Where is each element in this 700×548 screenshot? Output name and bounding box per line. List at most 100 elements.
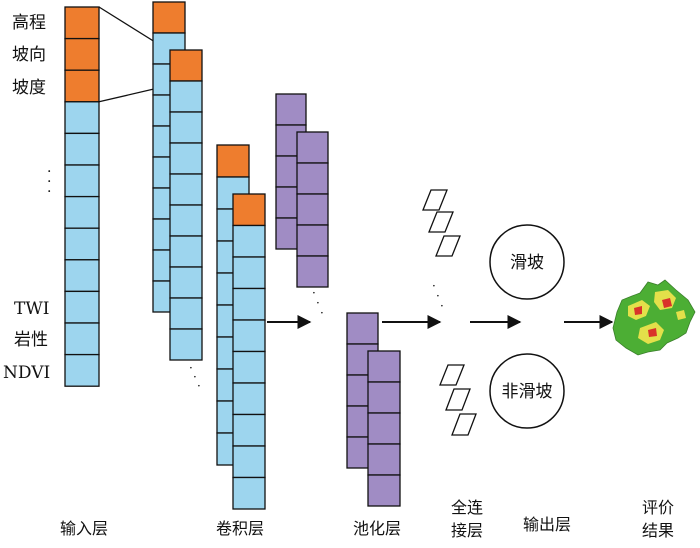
ellipsis-dot: ·: [197, 379, 201, 393]
feature-label-slope: 坡度: [12, 78, 46, 98]
pool-cell: [296, 131, 329, 164]
layer-label-result-line1: 评价: [642, 498, 674, 517]
input-cell-slope: [64, 69, 100, 103]
input-cell-elevation: [64, 6, 100, 40]
map-zone-high: [634, 306, 642, 315]
conv-cell: [169, 111, 203, 144]
conv-cell: [169, 142, 203, 175]
conv-cell: [169, 80, 203, 113]
ellipsis-dot: ·: [436, 289, 440, 303]
conv-layer: · · ·: [152, 1, 266, 510]
input-layer-column: [64, 6, 100, 387]
conv-cell: [232, 413, 266, 447]
parallelogram-icon: [445, 388, 471, 411]
ellipsis-dot: ·: [320, 306, 324, 320]
conv-feature-map-2-front: [232, 193, 266, 510]
conv-cell: [169, 266, 203, 299]
parallelogram-icon: [428, 211, 454, 233]
layer-label-result-line2: 结果: [642, 521, 674, 540]
parallelogram-icon: [422, 189, 448, 211]
feature-label-ndvi: NDVI: [3, 363, 50, 383]
input-cell: [64, 227, 100, 261]
ellipsis-dot: ·: [440, 299, 444, 313]
conv-cell: [232, 287, 266, 321]
input-cell-lithology: [64, 322, 100, 356]
conv-cell: [232, 350, 266, 384]
pool-map-2-front: [367, 350, 401, 507]
layer-label-fc-line2: 接层: [451, 521, 483, 540]
ellipsis-dot: ·: [47, 184, 51, 200]
conv-cell: [232, 382, 266, 416]
pool-cell: [296, 255, 329, 288]
pool-cell: [296, 193, 329, 226]
pool-cell: [367, 474, 401, 507]
conv-cell: [169, 297, 203, 330]
conv-cell: [169, 235, 203, 268]
input-cell: [64, 101, 100, 135]
conv-cell: [152, 1, 186, 34]
pool-cell: [346, 312, 379, 345]
feature-label-aspect: 坡向: [12, 45, 46, 65]
map-zone-high: [648, 328, 657, 337]
parallelogram-icon: [439, 364, 465, 386]
ellipsis-dot: ·: [312, 286, 316, 300]
input-cell: [64, 195, 100, 229]
conv-cell: [232, 476, 266, 510]
input-cell: [64, 132, 100, 166]
ellipsis-dot: ·: [189, 361, 193, 375]
input-cell-aspect: [64, 37, 100, 71]
output-label-landslide: 滑坡: [510, 253, 544, 273]
input-cell: [64, 164, 100, 198]
conv-cell: [169, 49, 203, 82]
pool-cell: [367, 350, 401, 383]
output-node-non-landslide: [489, 353, 565, 429]
ellipsis-dot: ·: [47, 164, 51, 180]
input-cell-ndvi: [64, 353, 100, 387]
pool-cell: [367, 381, 401, 414]
conv-cell: [232, 256, 266, 290]
conv-cell: [169, 173, 203, 206]
feature-label-elevation: 高程: [12, 13, 46, 33]
layer-label-conv: 卷积层: [216, 519, 264, 538]
pool-cell: [296, 162, 329, 195]
layer-label-output: 输出层: [523, 515, 571, 534]
conv-cell: [232, 319, 266, 353]
ellipsis-dot: ·: [432, 279, 436, 293]
map-zone-high: [662, 298, 672, 308]
ellipsis-dot: ·: [316, 296, 320, 310]
fc-layer: [422, 189, 477, 436]
ellipsis-dot: ·: [193, 370, 197, 384]
input-cell: [64, 259, 100, 293]
pool-cell: [367, 412, 401, 445]
layer-label-input: 输入层: [60, 519, 108, 538]
pool-cell: [367, 443, 401, 476]
conv-cell: [232, 224, 266, 258]
pool-layer: · · ·: [275, 93, 401, 507]
map-zone-moderate: [676, 310, 686, 320]
layer-label-pool: 池化层: [353, 519, 401, 538]
conv-cell: [232, 445, 266, 479]
input-cell-twi: [64, 290, 100, 324]
output-node-landslide: [489, 224, 565, 300]
conv-cell: [169, 328, 203, 361]
susceptibility-map-icon: [612, 279, 696, 356]
conv-cell: [232, 193, 266, 227]
output-layer: 滑坡 非滑坡: [489, 224, 565, 429]
pool-cell: [275, 93, 307, 126]
input-feature-labels: 高程 坡向 坡度 · · · TWI 岩性 NDVI: [3, 13, 51, 383]
parallelogram-icon: [435, 235, 461, 257]
layer-label-fc-line1: 全连: [451, 498, 483, 517]
feature-label-twi: TWI: [14, 299, 50, 319]
conv-feature-map-front: [169, 49, 203, 361]
ellipsis-dot: ·: [47, 174, 51, 190]
feature-label-lithology: 岩性: [14, 330, 48, 350]
layer-labels: 输入层 卷积层 池化层 全连 接层 输出层 评价 结果: [60, 498, 674, 540]
output-label-non-landslide: 非滑坡: [502, 382, 553, 402]
conv-cell: [216, 144, 250, 178]
parallelogram-icon: [451, 413, 477, 436]
pool-map-1-front: [296, 131, 329, 288]
conv-cell: [169, 204, 203, 237]
pool-cell: [296, 224, 329, 257]
